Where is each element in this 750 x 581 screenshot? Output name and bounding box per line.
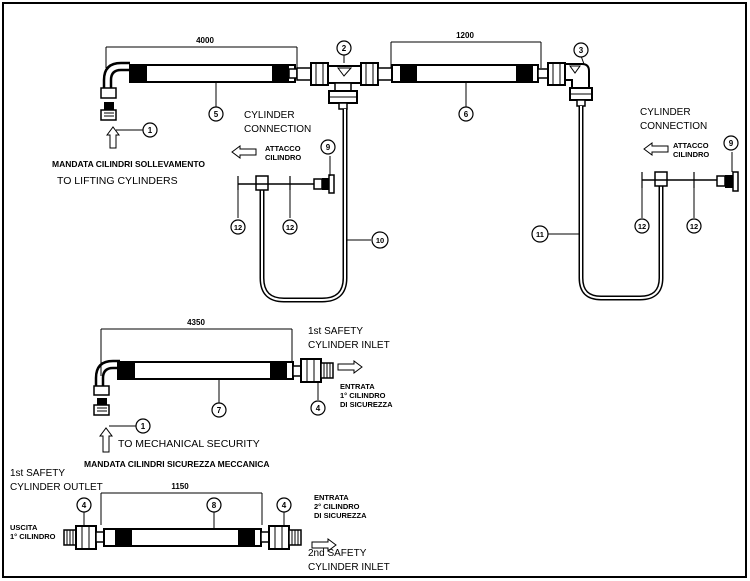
label-entrata-1-line2: 1° CILINDRO: [340, 391, 386, 400]
callout-3: 3: [573, 42, 589, 58]
callout-4-bottom-right: 4: [276, 497, 292, 513]
dimension-1150: 1150: [171, 482, 189, 491]
dimension-1200: 1200: [456, 31, 474, 40]
arrow-up-icon-mech: [99, 427, 113, 453]
svg-text:9: 9: [326, 143, 331, 152]
dimension-4000: 4000: [196, 36, 214, 45]
label-mechanical-security-en: TO MECHANICAL SECURITY: [118, 438, 260, 450]
arrow-right-icon-entrata1: [337, 360, 363, 374]
callout-7: 7: [211, 402, 227, 418]
callout-12-right-a: 12: [634, 218, 650, 234]
label-entrata-2-line1: ENTRATA: [314, 493, 349, 502]
callout-5: 5: [208, 106, 224, 122]
label-cylinder-connection-right-2: CONNECTION: [640, 121, 707, 132]
svg-text:12: 12: [690, 222, 698, 231]
svg-text:9: 9: [729, 139, 734, 148]
label-attacco-right-1: ATTACCO: [673, 141, 709, 150]
hose-5-body: [129, 64, 296, 83]
label-safety-inlet-1-line2: CYLINDER INLET: [308, 340, 390, 351]
label-entrata-2-line3: DI SICUREZZA: [314, 511, 367, 520]
label-safety-inlet-1-line1: 1st SAFETY: [308, 326, 363, 337]
svg-text:12: 12: [638, 222, 646, 231]
svg-text:5: 5: [214, 110, 219, 119]
label-attacco-right-2: CILINDRO: [673, 150, 709, 159]
callout-8: 8: [206, 497, 222, 513]
elbow-fitting-3: [547, 55, 593, 107]
label-cylinder-connection-left-1: CYLINDER: [244, 110, 295, 121]
tee-fitting-2: [296, 48, 393, 110]
svg-text:3: 3: [579, 46, 584, 55]
hose-8-assembly: 1150: [63, 482, 337, 552]
svg-text:2: 2: [342, 44, 347, 53]
callout-6: 6: [458, 106, 474, 122]
label-entrata-1-line1: ENTRATA: [340, 382, 375, 391]
callout-2: 2: [336, 40, 352, 56]
u-hose-11: [548, 106, 739, 301]
hose-7-assembly: 4350: [93, 318, 363, 453]
arrow-left-icon: [231, 145, 257, 159]
label-uscita-line2: 1° CILINDRO: [10, 532, 56, 541]
callout-9-right: 9: [723, 135, 739, 151]
dimension-4350: 4350: [187, 318, 205, 327]
callout-4-middle: 4: [310, 400, 326, 416]
hose-5-assembly: 4000: [100, 36, 298, 149]
label-uscita-line1: USCITA: [10, 523, 38, 532]
callout-4-bottom-left: 4: [76, 497, 92, 513]
callout-1-top: 1: [142, 122, 158, 138]
svg-text:10: 10: [376, 236, 384, 245]
label-outlet-line2: CYLINDER OUTLET: [10, 482, 103, 493]
svg-text:12: 12: [234, 223, 242, 232]
callout-10: 10: [371, 231, 389, 249]
label-safety-inlet-2-line2: CYLINDER INLET: [308, 562, 390, 573]
hose-7-body: [117, 361, 294, 380]
label-lifting-it: MANDATA CILINDRI SOLLEVAMENTO: [52, 159, 205, 169]
svg-text:1: 1: [148, 126, 153, 135]
callout-12-left-a: 12: [230, 219, 246, 235]
svg-text:1: 1: [141, 422, 146, 431]
hose-6-assembly: 1200: [390, 31, 549, 107]
svg-text:7: 7: [217, 406, 222, 415]
label-attacco-left-1: ATTACCO: [265, 144, 301, 153]
fitting-1-top-nut: [100, 87, 117, 99]
callout-9-left: 9: [320, 139, 336, 155]
arrow-left-icon-right: [643, 142, 669, 156]
u-hose-10: [237, 109, 371, 303]
label-lifting-en: TO LIFTING CYLINDERS: [57, 175, 178, 187]
svg-text:4: 4: [82, 501, 87, 510]
label-cylinder-connection-left-2: CONNECTION: [244, 124, 311, 135]
arrow-right-icon-entrata2: [311, 538, 337, 552]
svg-text:4: 4: [282, 501, 287, 510]
arrow-up-icon: [106, 126, 120, 149]
label-attacco-left-2: CILINDRO: [265, 153, 301, 162]
svg-text:4: 4: [316, 404, 321, 413]
callout-1-middle: 1: [135, 418, 151, 434]
label-entrata-1-line3: DI SICUREZZA: [340, 400, 393, 409]
svg-text:12: 12: [286, 223, 294, 232]
label-outlet-line1: 1st SAFETY: [10, 468, 65, 479]
svg-text:8: 8: [212, 501, 217, 510]
label-mechanical-security-it: MANDATA CILINDRI SICUREZZA MECCANICA: [84, 459, 270, 469]
label-cylinder-connection-right-1: CYLINDER: [640, 107, 691, 118]
callout-11: 11: [531, 225, 549, 243]
svg-text:11: 11: [536, 230, 544, 239]
svg-text:6: 6: [464, 110, 469, 119]
label-entrata-2-line2: 2° CILINDRO: [314, 502, 360, 511]
label-safety-inlet-2-line1: 2nd SAFETY: [308, 548, 367, 559]
callout-12-left-b: 12: [282, 219, 298, 235]
callout-12-right-b: 12: [686, 218, 702, 234]
